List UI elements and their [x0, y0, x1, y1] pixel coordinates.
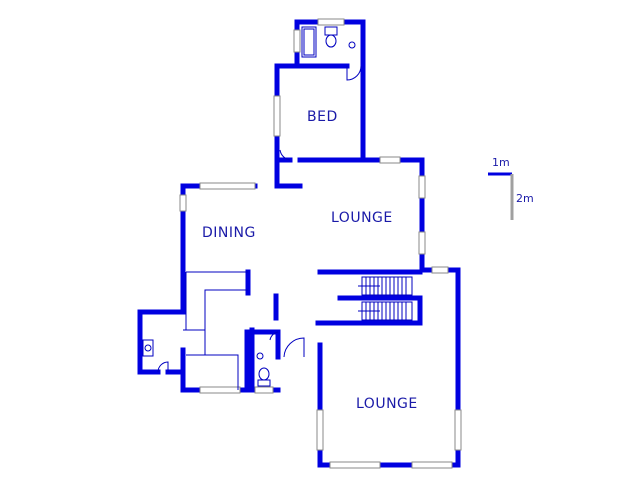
- room-label-lounge-lower: LOUNGE: [356, 396, 418, 412]
- bath-fixture: [301, 26, 317, 58]
- window-lounge-right2: [418, 231, 426, 255]
- wall-dining: [180, 183, 258, 315]
- door-passage: [157, 361, 169, 373]
- room-label-bed: BED: [307, 109, 338, 125]
- room-label-lounge-upper: LOUNGE: [331, 210, 393, 226]
- wall-passage-left: [137, 309, 186, 375]
- window-bed: [273, 95, 281, 137]
- room-labels: BED LOUNGE DINING LOUNGE: [202, 109, 418, 412]
- window-bath-left: [293, 29, 301, 53]
- doors: [157, 65, 362, 373]
- window-top-right: [431, 266, 449, 274]
- scale-bar: 1m 2m: [488, 156, 534, 220]
- scale-label-1m: 1m: [492, 156, 510, 169]
- window-lower-left: [316, 409, 324, 451]
- fixtures: [142, 26, 413, 390]
- window-lounge-right: [418, 175, 426, 199]
- basin-fixture: [142, 339, 154, 357]
- window-dining-left: [179, 194, 187, 212]
- door-bath: [346, 65, 362, 81]
- wall-lounge-top-left: [274, 157, 303, 189]
- stair-outline: [183, 271, 248, 390]
- window-lower-right: [454, 409, 462, 451]
- window-bath: [317, 18, 345, 26]
- door-bed: [279, 149, 291, 161]
- window-passage: [199, 386, 241, 394]
- wall-lounge-top-right: [317, 157, 461, 468]
- windows: [179, 18, 462, 469]
- room-label-dining: DINING: [202, 225, 256, 241]
- wc-fixture: [257, 379, 271, 387]
- wall-stair-bottom: [315, 297, 423, 326]
- stair-treads: [358, 276, 413, 321]
- window-dining-top: [199, 182, 256, 190]
- window-lower-bottom2: [411, 461, 453, 469]
- walls: [137, 19, 461, 468]
- door-wc-small: [269, 331, 279, 341]
- window-lounge-top: [379, 156, 401, 164]
- door-wc: [283, 337, 305, 358]
- window-lower-bottom: [329, 461, 381, 469]
- wall-wc: [249, 327, 281, 393]
- toilet-fixture: [324, 26, 338, 36]
- window-wc: [254, 386, 274, 394]
- scale-label-2m: 2m: [516, 192, 534, 205]
